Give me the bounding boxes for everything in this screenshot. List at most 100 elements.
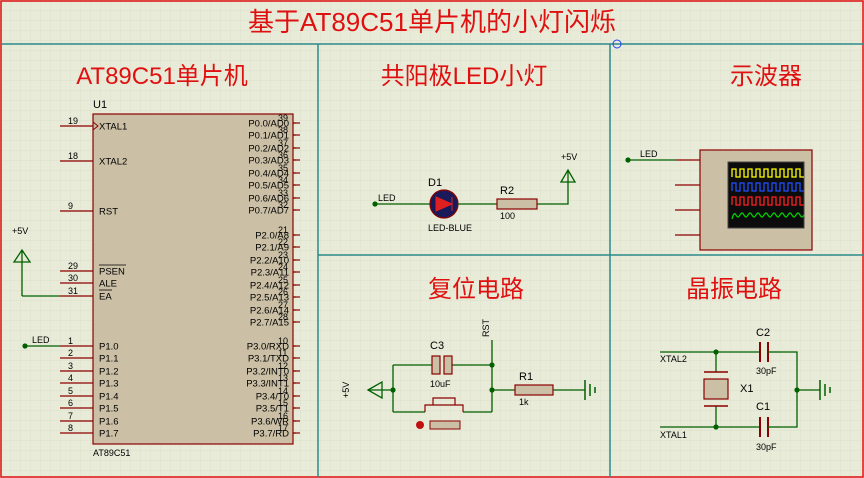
pin-number: 5	[68, 386, 73, 396]
led-vcc-terminal	[559, 168, 577, 183]
pin-number: 37	[278, 138, 288, 148]
xtal2-net-label: XTAL2	[660, 354, 687, 364]
pin-number: 24	[278, 262, 288, 272]
pin-label: P3.0/RXD	[247, 342, 289, 353]
pin-number: 13	[278, 373, 288, 383]
pin-number: 16	[278, 411, 288, 421]
pin-number: 30	[68, 273, 78, 283]
r2-value: 100	[500, 211, 515, 221]
pin-number: 38	[278, 125, 288, 135]
c2-value: 30pF	[756, 366, 777, 376]
mcu-vcc-label: +5V	[12, 226, 28, 236]
pin-number: 4	[68, 373, 73, 383]
pin-number: 34	[278, 175, 288, 185]
crystal-junction-bottom	[713, 424, 719, 430]
c1-value: 30pF	[756, 442, 777, 452]
pin-number: 11	[278, 348, 287, 358]
pin-number: 7	[68, 411, 73, 421]
reset-button[interactable]	[424, 397, 464, 412]
reset-button-actuator	[429, 420, 461, 430]
pin-number: 36	[278, 150, 288, 160]
pin-number: 21	[278, 225, 288, 235]
pin-label: P2.4/A12	[250, 281, 289, 292]
r1-value: 1k	[519, 397, 529, 407]
pin-number: 10	[278, 336, 288, 346]
led-input-junction	[372, 201, 378, 207]
crystal-junction-top	[713, 349, 719, 355]
scope-trace-1	[731, 168, 804, 178]
pin-number: 1	[68, 336, 73, 346]
section-title-crystal: 晶振电路	[686, 276, 782, 303]
mcu-part: AT89C51	[93, 448, 130, 458]
reset-junction-mid	[489, 387, 495, 393]
crystal-ground-icon	[819, 380, 831, 400]
crystal-x1[interactable]	[703, 378, 729, 400]
pin-label: P1.4	[99, 392, 119, 403]
r2-ref: R2	[500, 185, 514, 197]
pin-number: 35	[278, 163, 288, 173]
section-title-scope: 示波器	[730, 63, 802, 90]
pin-label: P0.1/AD1	[248, 131, 289, 142]
c3-value: 10uF	[430, 379, 451, 389]
pin-number: 9	[68, 201, 73, 211]
pin-label: P2.3/A11	[251, 268, 289, 279]
r2-vcc-wire	[537, 170, 569, 205]
scope-net-label: LED	[640, 149, 658, 159]
pin-label: P0.4/AD4	[248, 169, 289, 180]
pin-label: P3.2/INT0	[246, 367, 289, 378]
pin-label: P3.4/T0	[256, 392, 289, 403]
pin-label: P0.5/AD5	[248, 181, 289, 192]
pin-number: 33	[278, 188, 288, 198]
pin-number: 17	[278, 423, 288, 433]
capacitor-c3[interactable]	[443, 355, 453, 375]
pin-label: P2.6/A14	[250, 306, 289, 317]
pin-number: 3	[68, 361, 73, 371]
scope-trace-2	[731, 182, 804, 192]
mcu-pins: 19XTAL118XTAL29RST29PSEN30ALE31EA1P1.02P…	[60, 113, 300, 440]
page-title: 基于AT89C51单片机的小灯闪烁	[248, 7, 616, 37]
pin-number: 39	[278, 113, 288, 123]
pin-number: 26	[278, 287, 288, 297]
mcu-led-junction	[22, 343, 28, 349]
pin-label: ALE	[99, 279, 117, 290]
pin-label: P2.5/A13	[250, 293, 289, 304]
reset-vcc-label: +5V	[341, 382, 351, 398]
pin-number: 19	[68, 116, 78, 126]
reset-vcc-terminal	[366, 380, 383, 400]
oscilloscope-screen	[727, 161, 805, 229]
mcu-body[interactable]	[92, 113, 294, 445]
pin-label: EA	[99, 292, 112, 303]
led-net-label: LED	[378, 193, 396, 203]
pin-number: 12	[278, 361, 288, 371]
crystal-wires	[660, 351, 820, 428]
mcu-ref: U1	[93, 99, 107, 111]
pin-number: 27	[278, 300, 288, 310]
pin-label: P0.0/AD0	[248, 119, 289, 130]
pin-label: XTAL1	[99, 122, 127, 133]
pin-label: P3.1/TXD	[248, 354, 289, 365]
pin-label: P1.1	[99, 354, 119, 365]
pin-label: P0.6/AD6	[248, 194, 289, 205]
pin-number: 32	[278, 200, 288, 210]
pin-number: 25	[278, 275, 288, 285]
pin-label: P1.2	[99, 367, 119, 378]
mcu-led-net-label: LED	[32, 335, 50, 345]
pin-label: P2.2/A10	[250, 256, 289, 267]
pin-label: P1.5	[99, 404, 119, 415]
resistor-r2[interactable]	[496, 198, 538, 210]
pin-label: P0.3/AD3	[248, 156, 289, 167]
pin-number: 29	[68, 261, 78, 271]
led-diode-symbol	[435, 196, 454, 212]
pin-label: P1.6	[99, 417, 119, 428]
reset-junction-top	[489, 362, 495, 368]
section-title-mcu: AT89C51单片机	[76, 63, 248, 90]
pin-label: P3.5/T1	[256, 404, 289, 415]
pin-label: P0.7/AD7	[248, 206, 289, 217]
crystal-plates	[704, 371, 728, 407]
resistor-r1[interactable]	[514, 384, 554, 396]
pin-label: P3.3/INT1	[246, 379, 289, 390]
pin-label: P1.7	[99, 429, 119, 440]
